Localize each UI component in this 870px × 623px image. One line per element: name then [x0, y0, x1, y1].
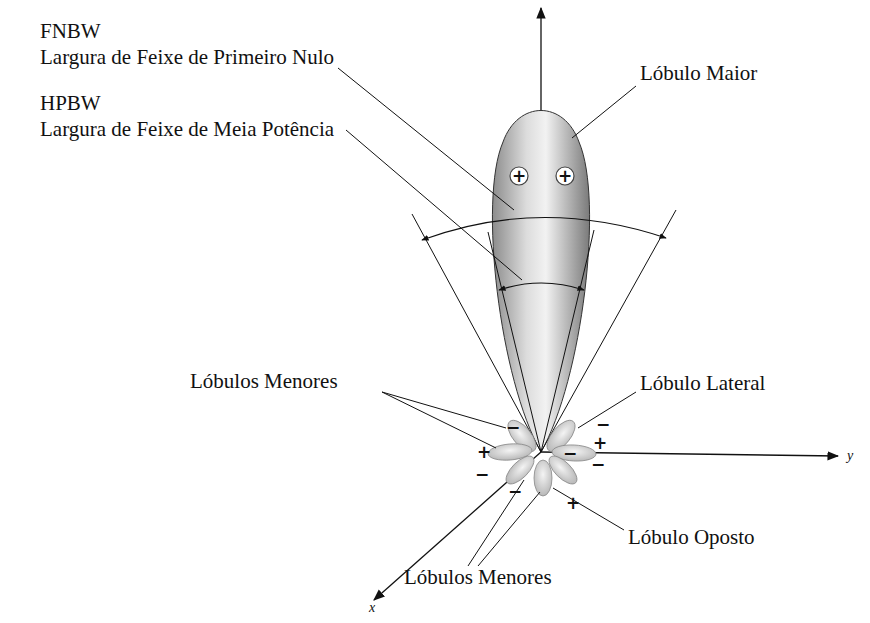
lobe-label: Lóbulo Maior — [640, 62, 757, 85]
lobe-label: Lóbulo Lateral — [640, 372, 765, 395]
dimension-name: HPBW — [40, 92, 101, 115]
axis-name: x — [369, 600, 375, 615]
axis-name: y — [847, 448, 853, 463]
lobe-label: Lóbulos Menores — [190, 370, 338, 393]
sign-mark: + — [477, 444, 491, 461]
sign-mark: − — [508, 483, 522, 500]
sign-mark: + — [558, 168, 572, 185]
lobe-label: Lóbulos Menores — [404, 566, 552, 589]
sign-mark: + — [593, 435, 607, 452]
sign-mark: − — [596, 416, 610, 433]
sign-mark: − — [475, 466, 489, 483]
sign-mark: − — [506, 419, 520, 436]
dimension-name: FNBW — [40, 20, 101, 43]
sign-mark: − — [563, 445, 577, 462]
sign-mark: + — [512, 168, 526, 185]
dimension-label: Largura de Feixe de Meia Potência — [40, 118, 334, 141]
sign-mark: − — [591, 456, 605, 473]
dimension-label: Largura de Feixe de Primeiro Nulo — [40, 46, 334, 69]
lobe-label: Lóbulo Oposto — [628, 526, 755, 549]
sign-mark: + — [566, 495, 580, 512]
